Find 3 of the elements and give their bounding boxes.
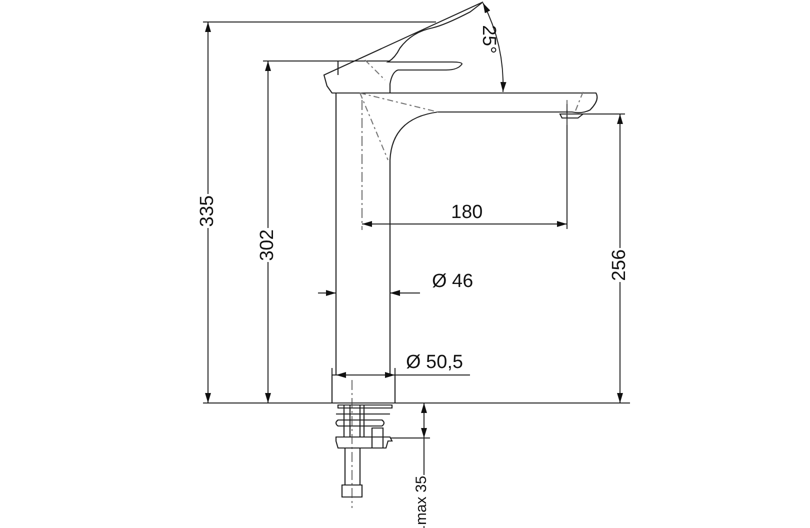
angle-value: 25° bbox=[479, 24, 498, 55]
diameter-value: Ø 50,5 bbox=[405, 353, 464, 372]
dimension-value: max 35 bbox=[414, 474, 429, 526]
